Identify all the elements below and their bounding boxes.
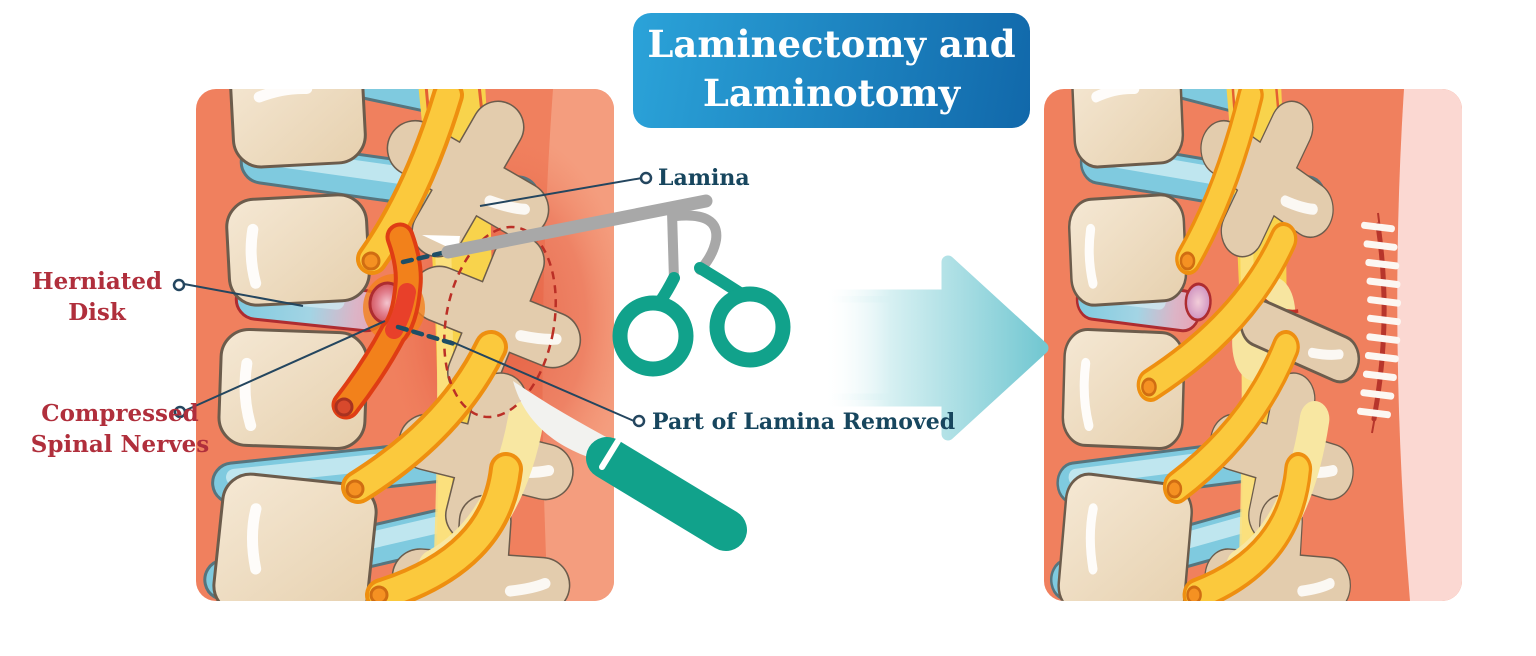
suture-stitches (1357, 212, 1402, 434)
vertebra-body (1071, 89, 1185, 169)
spinal-nerve (1175, 89, 1264, 275)
spinal-nerve (1162, 330, 1300, 504)
vertebra-body (1067, 193, 1188, 307)
vertebra-body (1061, 327, 1186, 451)
label-compressed-spinal-nerves: Compressed Spinal Nerves (30, 400, 210, 459)
cut-line-upper (400, 247, 458, 265)
vertebra-body (1057, 472, 1193, 601)
decompressed-spinal-nerve (1136, 222, 1298, 402)
label-lamina: Lamina (658, 165, 750, 191)
cut-line-lower (395, 324, 461, 348)
label-herniated-disk: Herniated Disk (31, 268, 163, 327)
spinal-nerve (1182, 452, 1313, 601)
vertebra-body (212, 472, 378, 601)
vertebra-body (229, 89, 367, 169)
title-banner: Laminectomy and Laminotomy (633, 13, 1030, 128)
after-surgery-panel (1044, 89, 1462, 601)
healed-disk-cap (1184, 282, 1212, 322)
title-line-2: Laminotomy (702, 71, 961, 115)
before-surgery-panel (196, 89, 614, 601)
skin-band (1397, 89, 1462, 601)
title-line-1: Laminectomy and (647, 22, 1016, 66)
spinal-nerve (356, 89, 464, 275)
vertebra-body (225, 193, 371, 307)
spinal-nerve (365, 452, 523, 601)
spine-illustration (203, 89, 582, 601)
nerve-compression-point (385, 283, 416, 339)
label-part-of-lamina-removed: Part of Lamina Removed (652, 409, 956, 435)
spine-illustration (1050, 89, 1360, 601)
